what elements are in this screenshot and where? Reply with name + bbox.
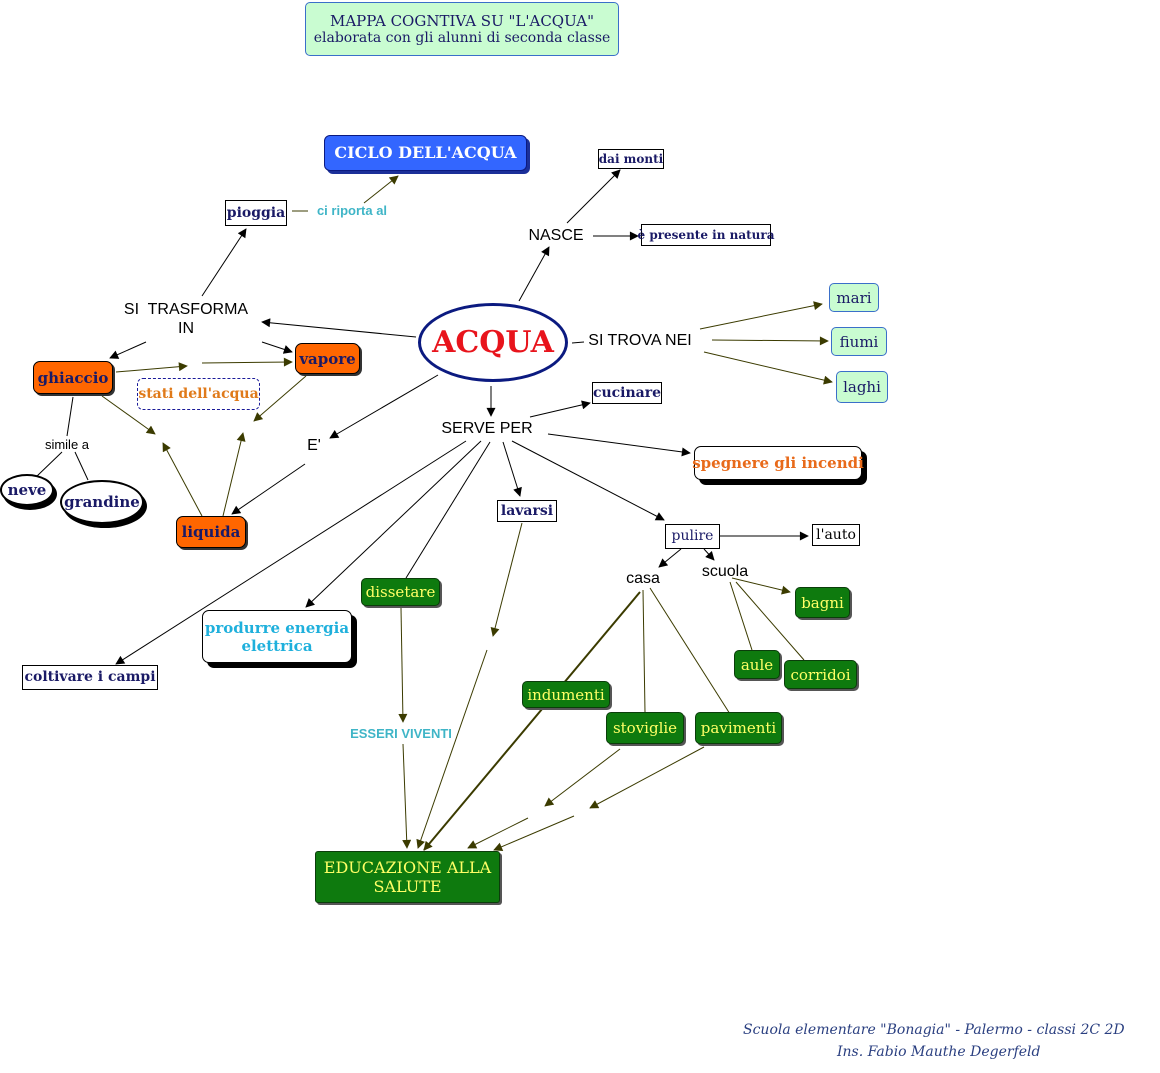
node-presente-natura: è presente in natura bbox=[638, 224, 774, 246]
label-si-trasforma-line1: SI TRASFORMA bbox=[123, 300, 249, 318]
node-ghiaccio: ghiaccio bbox=[33, 361, 113, 394]
node-stoviglie: stoviglie bbox=[606, 712, 684, 744]
label-scuola: scuola bbox=[701, 563, 749, 581]
label-serve-per: SERVE PER bbox=[441, 420, 533, 438]
label-e: E' bbox=[307, 437, 321, 455]
node-educazione-line2: SALUTE bbox=[373, 877, 442, 896]
node-acqua: ACQUA bbox=[418, 303, 568, 382]
node-lavarsi: lavarsi bbox=[497, 500, 557, 522]
node-dissetare: dissetare bbox=[361, 578, 440, 606]
label-ci-riporta: ci riporta al bbox=[316, 203, 388, 219]
node-produrre-line2: elettrica bbox=[241, 636, 313, 655]
node-fiumi: fiumi bbox=[831, 327, 887, 356]
node-indumenti: indumenti bbox=[522, 681, 610, 708]
node-produrre-line1: produrre energia bbox=[204, 618, 350, 637]
node-stati-acqua: stati dell'acqua bbox=[137, 378, 260, 410]
node-vapore: vapore bbox=[295, 343, 360, 374]
node-bagni: bagni bbox=[795, 587, 850, 618]
node-liquida: liquida bbox=[176, 516, 246, 548]
node-ciclo-acqua: CICLO DELL'ACQUA bbox=[324, 135, 527, 171]
label-nasce: NASCE bbox=[528, 227, 584, 245]
node-laghi: laghi bbox=[836, 371, 888, 403]
map-title-line1: MAPPA COGNTIVA SU "L'ACQUA" bbox=[329, 11, 595, 30]
node-corridoi: corridoi bbox=[784, 660, 857, 689]
footer-school: Scuola elementare "Bonagia" - Palermo - … bbox=[743, 1022, 1125, 1038]
map-title: MAPPA COGNTIVA SU "L'ACQUA" elaborata co… bbox=[305, 2, 619, 56]
node-coltivare-campi: coltivare i campi bbox=[22, 665, 158, 690]
node-pulire: pulire bbox=[665, 524, 720, 549]
node-spegnere-incendi: spegnere gli incendi bbox=[692, 446, 864, 480]
node-cucinare: cucinare bbox=[592, 382, 662, 404]
node-aule: aule bbox=[734, 650, 780, 679]
label-si-trova-nei: SI TROVA NEI bbox=[588, 332, 692, 350]
node-dai-monti: dai monti bbox=[598, 149, 664, 169]
node-produrre-energia: produrre energia elettrica bbox=[202, 610, 352, 663]
footer-teacher: Ins. Fabio Mauthe Degerfeld bbox=[837, 1044, 1041, 1060]
node-pavimenti: pavimenti bbox=[695, 712, 782, 744]
node-mari: mari bbox=[829, 283, 879, 312]
node-neve: neve bbox=[0, 474, 54, 506]
node-pioggia: pioggia bbox=[225, 200, 287, 226]
label-simile-a: simile a bbox=[44, 437, 90, 453]
label-casa: casa bbox=[626, 570, 660, 588]
label-esseri-viventi: ESSERI VIVENTI bbox=[350, 726, 452, 742]
map-title-line2: elaborata con gli alunni di seconda clas… bbox=[313, 29, 611, 46]
label-si-trasforma-line2: IN bbox=[178, 320, 194, 337]
node-grandine: grandine bbox=[60, 480, 144, 524]
node-l-auto: l'auto bbox=[812, 524, 860, 546]
node-educazione-salute: EDUCAZIONE ALLA SALUTE bbox=[315, 851, 500, 903]
node-educazione-line1: EDUCAZIONE ALLA bbox=[323, 857, 492, 877]
label-si-trasforma: SI TRASFORMA IN bbox=[110, 296, 262, 342]
